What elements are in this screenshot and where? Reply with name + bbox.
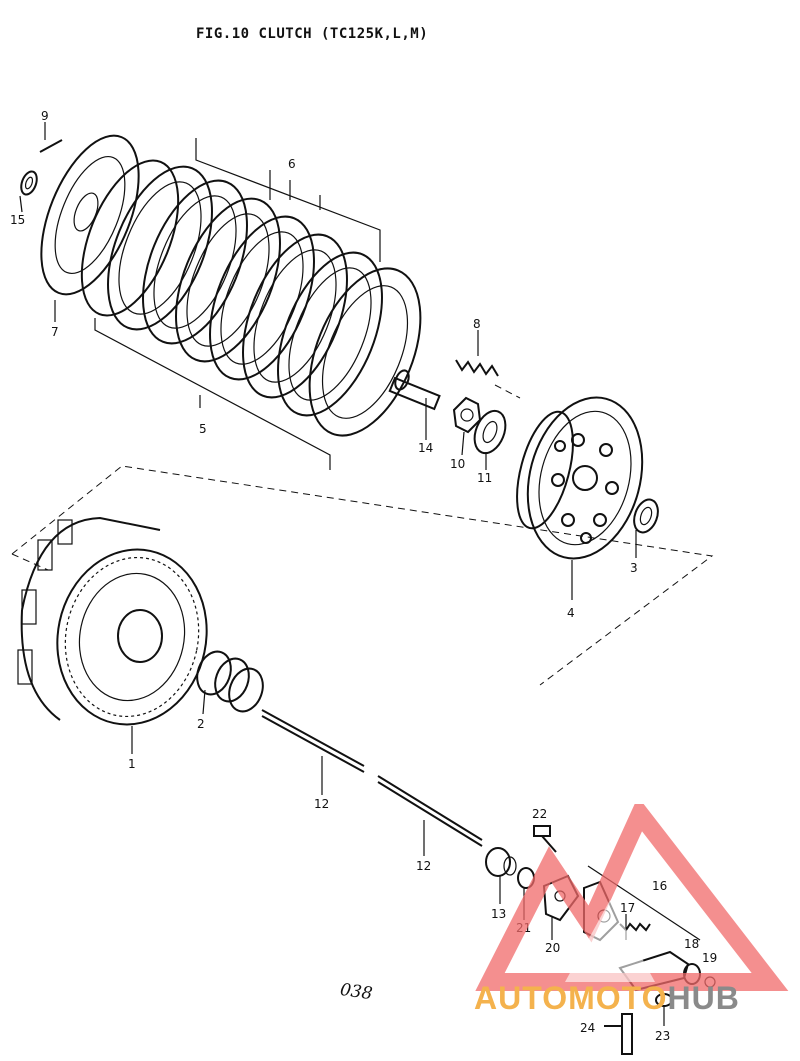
- part-number-12b: 12: [416, 859, 431, 873]
- release-cam-20: [542, 874, 580, 922]
- spring-17: [619, 922, 651, 932]
- bearing-21: [517, 867, 535, 889]
- part-number-9: 9: [41, 109, 49, 123]
- part-number-2: 2: [197, 717, 205, 731]
- push-rod-12a: [261, 709, 365, 767]
- part-number-16: 16: [652, 879, 667, 893]
- lock-washer-11: [473, 409, 507, 455]
- part-number-7: 7: [51, 325, 59, 339]
- push-rod-12b: [377, 775, 483, 841]
- washer-15: [20, 170, 38, 196]
- watermark-text: AUTOMOTOHUB: [474, 980, 740, 1017]
- part-number-23: 23: [655, 1029, 670, 1043]
- part-number-18: 18: [684, 937, 699, 951]
- part-number-6: 6: [288, 157, 296, 171]
- watermark-text-grey: HUB: [667, 980, 740, 1016]
- part-number-11: 11: [477, 471, 492, 485]
- oil-seal-13: [485, 847, 517, 877]
- part-number-14: 14: [418, 441, 433, 455]
- assembly-outline: [11, 465, 714, 686]
- part-number-10: 10: [450, 457, 465, 471]
- clutch-plate-stack-5-6: [80, 138, 422, 470]
- thrust-washer-3: [633, 498, 659, 534]
- spring-8: [455, 359, 521, 399]
- screw-22: [533, 825, 557, 853]
- primary-driven-gear-1: [17, 516, 208, 726]
- part-number-22: 22: [532, 807, 547, 821]
- part-number-21: 21: [516, 921, 531, 935]
- figure-title: FIG.10 CLUTCH (TC125K,L,M): [196, 26, 429, 42]
- part-number-13: 13: [491, 907, 506, 921]
- pin-9: [39, 139, 63, 153]
- part-number-15: 15: [10, 213, 25, 227]
- part-number-19: 19: [702, 951, 717, 965]
- release-arm-16: [583, 865, 701, 942]
- pressure-plate-7: [40, 134, 140, 296]
- part-number-3: 3: [630, 561, 638, 575]
- part-number-12a: 12: [314, 797, 329, 811]
- part-number-20: 20: [545, 941, 560, 955]
- spacer-2: [196, 650, 264, 713]
- part-number-24: 24: [580, 1021, 595, 1035]
- part-number-17: 17: [620, 901, 635, 915]
- part-number-8: 8: [473, 317, 481, 331]
- push-piece-14: [388, 369, 441, 411]
- part-number-1: 1: [128, 757, 136, 771]
- watermark-text-accent: AUTOMOTO: [474, 980, 668, 1016]
- part-number-4: 4: [567, 606, 575, 620]
- part-number-5: 5: [199, 422, 207, 436]
- page-number: 038: [338, 979, 374, 1005]
- pin-24: [604, 1013, 633, 1055]
